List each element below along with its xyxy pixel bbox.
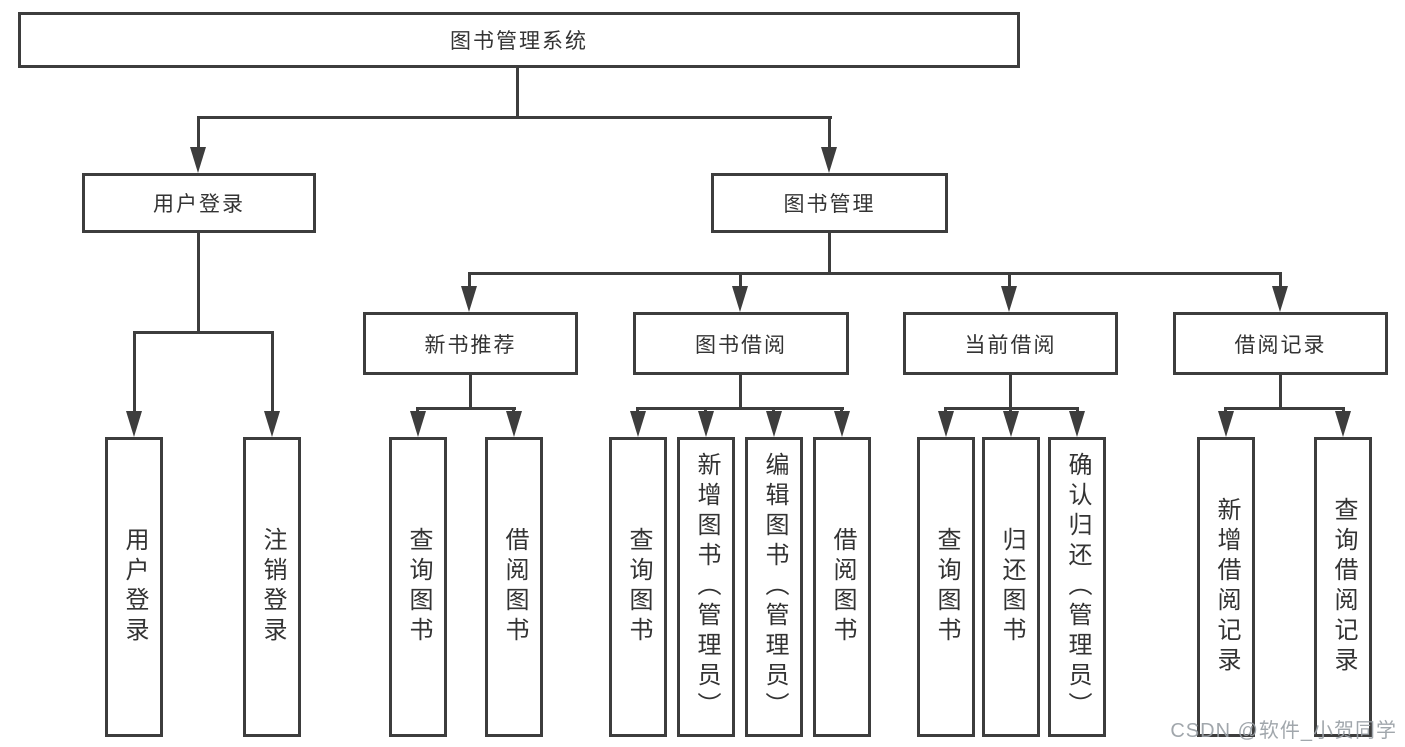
connector-book-borrow-split [636, 407, 844, 410]
node-leaf-add-books-admin: 新增图书（管理员） [677, 437, 735, 737]
node-leaf-current-query-books: 查询图书 [917, 437, 975, 737]
node-leaf-logout: 注销登录 [243, 437, 301, 737]
connector-new-book-split [416, 407, 516, 410]
arrow-down-cb-return [1003, 411, 1019, 437]
arrow-down-borrow-records [1272, 286, 1288, 312]
arrow-down-bb-borrow [834, 411, 850, 437]
arrow-down-user-login [190, 147, 206, 173]
arrow-down-bb-edit [766, 411, 782, 437]
node-current-borrowing: 当前借阅 [903, 312, 1118, 375]
arrow-down-leaf-logout [264, 411, 280, 437]
node-leaf-add-borrow-record: 新增借阅记录 [1197, 437, 1255, 737]
connector-stem-leaf-login [133, 333, 136, 411]
connector-stem-leaf-logout [271, 333, 274, 411]
connector-user-login-trunk [197, 233, 200, 333]
arrow-down-bb-add [698, 411, 714, 437]
arrow-down-current-borrow [1001, 286, 1017, 312]
connector-stem-book-borrow [739, 274, 742, 287]
arrow-down-cb-confirm [1069, 411, 1085, 437]
connector-book-mgmt-split [468, 272, 1282, 275]
node-book-borrowing: 图书借阅 [633, 312, 849, 375]
connector-book-borrow-trunk [739, 375, 742, 409]
connector-stem-user-login [197, 118, 200, 148]
node-leaf-recommend-query-books: 查询图书 [389, 437, 447, 737]
connector-stem-borrow-records [1279, 274, 1282, 287]
node-leaf-user-login: 用户登录 [105, 437, 163, 737]
arrow-down-br-add [1218, 411, 1234, 437]
node-leaf-query-borrow-record: 查询借阅记录 [1314, 437, 1372, 737]
connector-root-trunk [516, 68, 519, 118]
connector-user-login-split [133, 331, 274, 334]
node-leaf-edit-books-admin: 编辑图书（管理员） [745, 437, 803, 737]
connector-stem-book-management [828, 118, 831, 148]
connector-stem-current-borrow [1008, 274, 1011, 287]
connector-current-borrow-trunk [1009, 375, 1012, 409]
node-root-library-management-system: 图书管理系统 [18, 12, 1020, 68]
connector-new-book-trunk [469, 375, 472, 409]
arrow-down-nb-borrow [506, 411, 522, 437]
arrow-down-book-management [821, 147, 837, 173]
node-new-book-recommendation: 新书推荐 [363, 312, 578, 375]
node-book-management: 图书管理 [711, 173, 948, 233]
connector-stem-new-book [468, 274, 471, 287]
arrow-down-nb-query [410, 411, 426, 437]
arrow-down-cb-query [938, 411, 954, 437]
arrow-down-new-book [461, 286, 477, 312]
csdn-watermark: CSDN @软件_小贺同学 [1170, 720, 1397, 742]
node-leaf-return-books: 归还图书 [982, 437, 1040, 737]
node-leaf-borrowing-borrow-books: 借阅图书 [813, 437, 871, 737]
arrow-down-bb-query [630, 411, 646, 437]
arrow-down-leaf-login [126, 411, 142, 437]
connector-borrow-records-split [1224, 407, 1345, 410]
node-user-login-module: 用户登录 [82, 173, 316, 233]
node-leaf-borrowing-query-books: 查询图书 [609, 437, 667, 737]
connector-book-mgmt-trunk [828, 233, 831, 274]
connector-root-split [197, 116, 832, 119]
node-leaf-confirm-return-admin: 确认归还（管理员） [1048, 437, 1106, 737]
node-borrowing-records: 借阅记录 [1173, 312, 1388, 375]
node-leaf-recommend-borrow-books: 借阅图书 [485, 437, 543, 737]
connector-borrow-records-trunk [1279, 375, 1282, 409]
arrow-down-br-query [1335, 411, 1351, 437]
arrow-down-book-borrow [732, 286, 748, 312]
